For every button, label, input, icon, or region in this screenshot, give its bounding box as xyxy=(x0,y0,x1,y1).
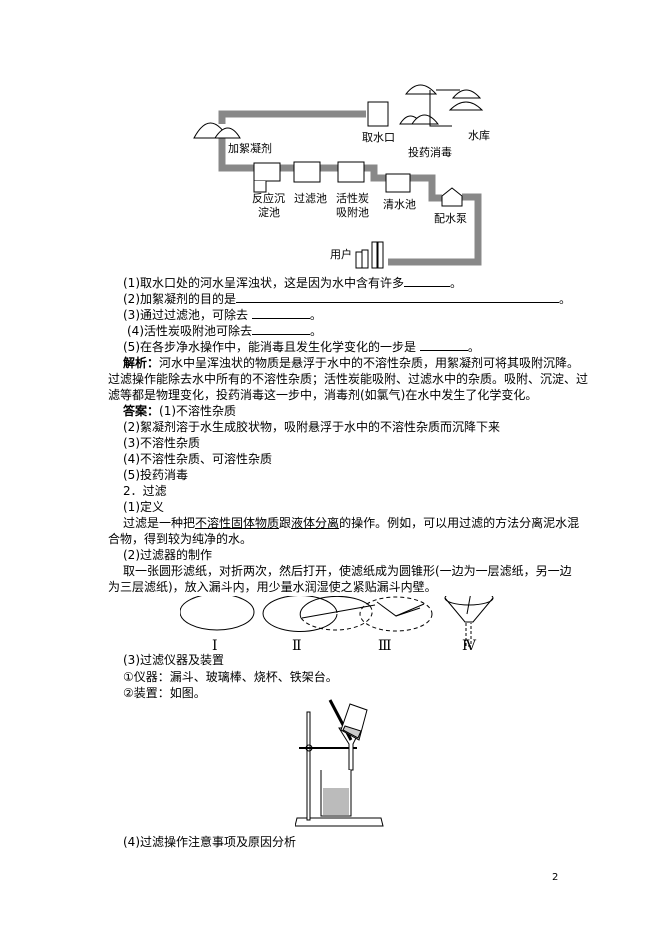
text: 跟 xyxy=(279,516,292,530)
label-user: 用户 xyxy=(330,247,352,261)
definition-text: 合物，得到较为纯净的水。 xyxy=(108,532,253,546)
list-item: ①仪器：漏斗、玻璃棒、烧杯、铁架台。 xyxy=(123,670,338,684)
analysis: 解析：河水中呈浑浊状的物质是悬浮于水中的不溶性杂质，用絮凝剂可将其吸附沉降。 xyxy=(123,355,579,371)
question-1: (1)取水口处的河水呈浑浊状，这是因为水中含有许多 。 xyxy=(123,275,462,291)
label-tank3b: 吸附池 xyxy=(336,205,369,219)
answer-item: (1)不溶性杂质 xyxy=(159,404,237,418)
question-4: (4)活性炭吸附池可除去 。 xyxy=(127,323,322,339)
answer-item: (2)絮凝剂溶于水生成胶状物，吸附悬浮于水中的不溶性杂质而沉降下来 xyxy=(123,420,501,434)
text: 的操作。例如，可以用过滤的方法分离泥水混 xyxy=(339,516,580,530)
answer: 答案：(1)不溶性杂质 xyxy=(123,403,236,419)
answer-item: (5)投药消毒 xyxy=(123,468,188,482)
answer-label: 答案： xyxy=(123,404,160,418)
label-tank1: 反应沉 xyxy=(252,191,285,205)
definition: 过滤是一种把不溶性固体物质跟液体分离的操作。例如，可以用过滤的方法分离泥水混 xyxy=(123,515,579,531)
water-treatment-diagram: 取水口 水库 加絮凝剂 投药消毒 反应沉 淀池 过滤池 活性炭 吸附池 清水池 … xyxy=(193,84,490,269)
period: 。 xyxy=(450,276,463,290)
text: 过滤是一种把 xyxy=(123,516,196,530)
label-intake: 取水口 xyxy=(362,131,395,144)
body-text: 取一张圆形滤纸，对折两次，然后打开，使滤纸成为圆锥形(一边为一层滤纸，另一边 xyxy=(123,564,572,578)
label-tank2: 过滤池 xyxy=(294,192,327,205)
answer-blank xyxy=(236,291,559,303)
label-reservoir: 水库 xyxy=(468,129,490,142)
question-2: (2)加絮凝剂的目的是 。 xyxy=(123,291,571,307)
section-heading: 2．过滤 xyxy=(123,484,167,498)
answer-item: (4)不溶性杂质、可溶性杂质 xyxy=(123,452,272,466)
question-text: (5)在各步净水操作中，能消毒且发生化学变化的一步是 xyxy=(123,340,417,354)
subheading: (3)过滤仪器及装置 xyxy=(123,653,224,667)
subheading: (1)定义 xyxy=(123,500,164,514)
answer-blank xyxy=(404,275,451,287)
analysis-text: 过滤操作能除去水中所有的不溶性杂质；活性炭能吸附、过滤水中的杂质。吸附、沉淀、过 xyxy=(108,372,589,386)
figure-label: Ⅲ xyxy=(378,638,392,654)
analysis-text: 河水中呈浑浊状的物质是悬浮于水中的不溶性杂质，用絮凝剂可将其吸附沉降。 xyxy=(159,356,580,370)
label-disinfect: 投药消毒 xyxy=(408,145,452,159)
answer-blank xyxy=(251,307,310,319)
period: 。 xyxy=(467,340,480,354)
body-text: 为三层滤纸)，放入漏斗内，用少量水润湿使之紧贴漏斗内壁。 xyxy=(108,580,437,594)
underlined-term: 不溶性固体物质 xyxy=(195,516,280,530)
list-item: ②装置：如图。 xyxy=(123,686,206,700)
label-tank1b: 淀池 xyxy=(258,205,280,219)
label-tank3: 活性炭 xyxy=(336,191,369,205)
figure-label: Ⅳ xyxy=(462,638,477,654)
question-3: (3)通过过滤池，可除去 。 xyxy=(123,307,322,323)
analysis-label: 解析： xyxy=(123,356,160,370)
question-text: (1)取水口处的河水呈浑浊状，这是因为水中含有许多 xyxy=(123,276,405,290)
label-coagulant: 加絮凝剂 xyxy=(228,141,272,155)
period: 。 xyxy=(309,308,322,322)
label-pump: 配水泵 xyxy=(434,212,467,225)
analysis-text: 滤等都是物理变化，投药消毒这一步中，消毒剂(如氯气)在水中发生了化学变化。 xyxy=(108,388,538,402)
answer-blank xyxy=(252,323,310,335)
question-text: (4)活性炭吸附池可除去 xyxy=(127,324,252,338)
filtration-apparatus-figure xyxy=(295,699,384,827)
period: 。 xyxy=(310,324,323,338)
underlined-term: 液体分离 xyxy=(291,516,340,530)
figure-label: Ⅱ xyxy=(292,638,302,654)
subheading: (2)过滤器的制作 xyxy=(123,548,212,562)
answer-blank xyxy=(419,339,468,351)
figure-label: Ⅰ xyxy=(212,638,218,654)
question-text: (3)通过过滤池，可除去 xyxy=(123,308,248,322)
question-5: (5)在各步净水操作中，能消毒且发生化学变化的一步是 。 xyxy=(123,339,480,355)
label-tank4: 清水池 xyxy=(383,198,416,211)
period: 。 xyxy=(559,292,572,306)
question-text: (2)加絮凝剂的目的是 xyxy=(123,292,236,306)
answer-item: (3)不溶性杂质 xyxy=(123,436,200,450)
filter-paper-folding-figure: Ⅰ Ⅱ Ⅲ Ⅳ xyxy=(180,596,494,654)
page-number: 2 xyxy=(552,872,559,883)
subheading: (4)过滤操作注意事项及原因分析 xyxy=(123,835,296,849)
